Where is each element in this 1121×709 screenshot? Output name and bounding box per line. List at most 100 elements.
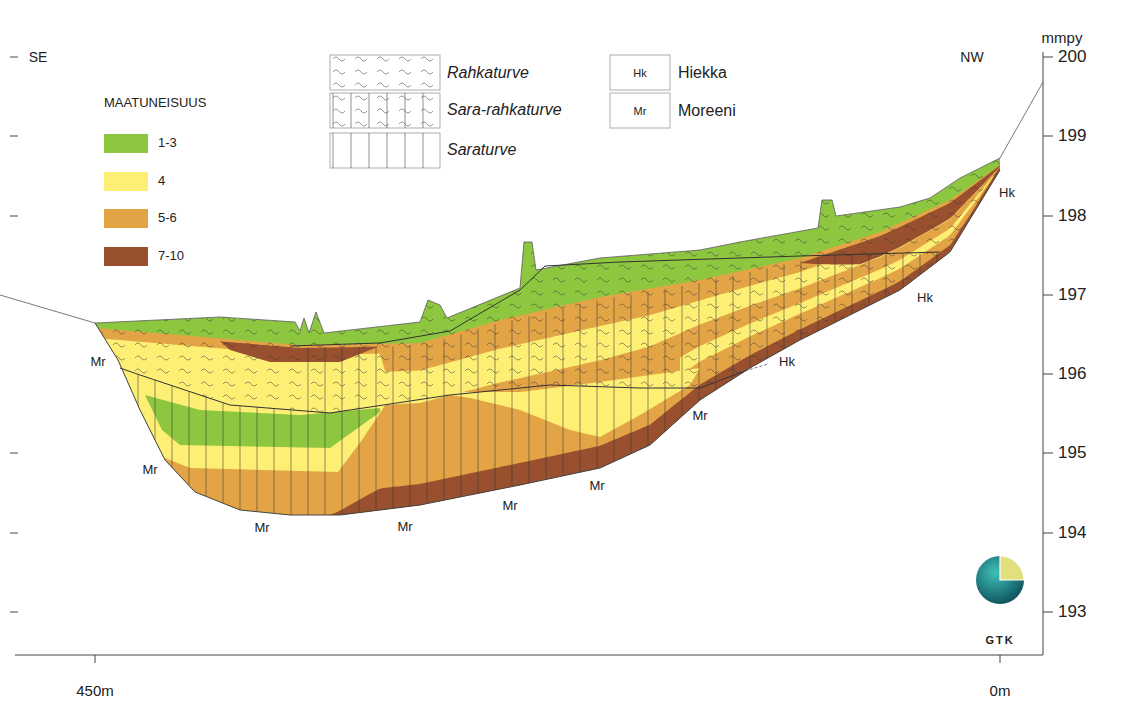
sedge-hatch (699, 283, 700, 401)
sedge-hatch (784, 265, 785, 349)
boundary-line (95, 170, 1000, 515)
soil-code: Mr (90, 355, 105, 369)
legend-swatch (104, 209, 148, 228)
sedge-hatch (274, 409, 275, 514)
logo-text: GTK (985, 634, 1014, 646)
legend-text: Hiekka (678, 64, 727, 82)
legend-text: Sara-rahkaturve (447, 101, 562, 119)
legend-title: MAATUNEISUUS (104, 96, 206, 110)
sedge-hatch (529, 316, 530, 483)
sedge-hatch (138, 374, 139, 405)
soil-code: Mr (254, 521, 269, 535)
soil-code: Hk (917, 291, 933, 305)
elevation-number: 193 (1058, 603, 1086, 622)
direction-label: SE (29, 50, 48, 65)
sedge-hatch (223, 403, 224, 504)
sedge-hatch (444, 339, 445, 500)
direction-label: NW (960, 50, 983, 65)
sedge-hatch (206, 397, 207, 496)
legend-swatch (104, 247, 148, 266)
soil-code: Mr (589, 479, 604, 493)
legend-text: Moreeni (678, 102, 736, 120)
legend-text: 1-3 (158, 136, 177, 150)
peat-layers (80, 158, 1010, 565)
elevation-number: 198 (1058, 207, 1086, 226)
elevation-number: 194 (1058, 524, 1086, 543)
elevation-number: 200 (1058, 48, 1086, 67)
legend-code: Mr (634, 105, 647, 117)
sedge-hatch (291, 410, 292, 515)
soil-code: Mr (502, 499, 517, 513)
sedge-hatch (869, 254, 870, 305)
sedge-hatch (665, 289, 666, 432)
sedge-hatch (308, 348, 309, 515)
sedge-hatch (767, 268, 768, 358)
distance-label: 0m (990, 683, 1011, 700)
sedge-hatch (716, 279, 717, 389)
soil-code: Mr (692, 409, 707, 423)
axis-unit: mmpy (1042, 30, 1083, 47)
elevation-number: 195 (1058, 444, 1086, 463)
sedge-hatch (580, 305, 581, 473)
legend-code: Hk (633, 67, 646, 79)
boundary-line (290, 252, 940, 346)
legend-text: 5-6 (158, 211, 177, 225)
sedge-hatch (410, 346, 411, 506)
soil-code: Mr (142, 463, 157, 477)
gtk-logo (976, 556, 1024, 604)
sphagnum-pattern (95, 158, 1000, 413)
sedge-hatch (903, 253, 904, 288)
sedge-hatch (359, 347, 360, 513)
bog-section (0, 82, 1043, 565)
sedge-hatch (546, 312, 547, 479)
boundary-line (0, 295, 95, 323)
sedge-hatch (461, 334, 462, 497)
legend-text: 7-10 (158, 249, 184, 263)
sedge-hatch (682, 286, 683, 416)
boundary-line (120, 368, 745, 413)
sedge-hatch (376, 347, 377, 511)
sedge-hatch (648, 292, 649, 446)
sedge-hatch (818, 255, 819, 331)
boundary-line (95, 158, 1000, 333)
sedge-hatch (172, 386, 173, 468)
sedge-hatch (614, 298, 615, 462)
boundary-line (745, 364, 768, 371)
elevation-number: 197 (1058, 286, 1086, 305)
sedge-hatch (393, 346, 394, 508)
sedge-hatch (852, 255, 853, 314)
sedge-hatch (478, 329, 479, 493)
distance-label: 450m (76, 683, 114, 700)
sedge-hatch (835, 255, 836, 323)
sedge-hatch (495, 324, 496, 490)
sedge-hatch (597, 301, 598, 469)
axes (10, 52, 1053, 663)
sedge-hatch (801, 261, 802, 340)
sedge-hatch (937, 252, 938, 262)
sedge-hatch (886, 254, 887, 297)
sedge-hatch (920, 253, 921, 275)
sedge-hatch (155, 380, 156, 440)
legend-text: Saraturve (447, 141, 516, 159)
sedge-hatch (189, 391, 190, 485)
sedge-hatch (631, 295, 632, 454)
soil-code: Hk (779, 355, 795, 369)
sedge-hatch (733, 276, 734, 379)
sedge-hatch (563, 309, 564, 476)
sedge-hatch (512, 320, 513, 486)
soil-code: Hk (999, 186, 1015, 200)
legend-swatch (104, 172, 148, 191)
soil-code: Mr (397, 520, 412, 534)
legend-swatch (104, 134, 148, 153)
elevation-number: 196 (1058, 365, 1086, 384)
legend-text: Rahkaturve (447, 64, 529, 82)
legend-pattern-boxes (330, 55, 670, 168)
legend-text: 4 (158, 174, 165, 188)
sedge-hatch (325, 348, 326, 515)
elevation-number: 199 (1058, 127, 1086, 146)
sedge-hatch (342, 347, 343, 514)
boundary-line (1000, 82, 1043, 158)
sedge-hatch (427, 344, 428, 504)
sedge-hatch (240, 406, 241, 510)
